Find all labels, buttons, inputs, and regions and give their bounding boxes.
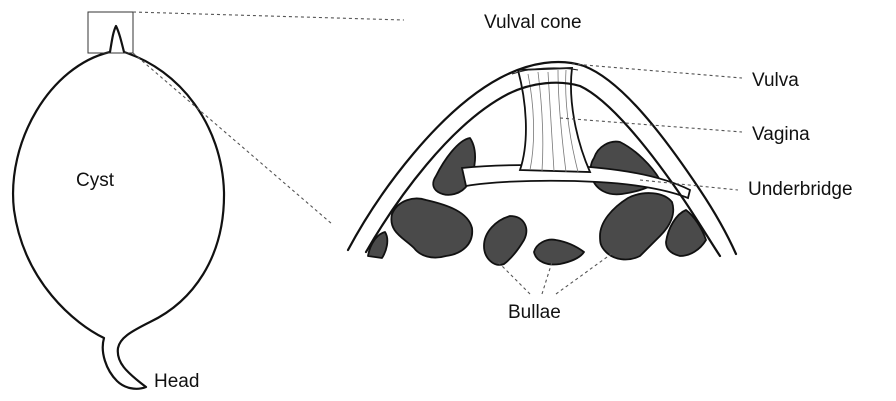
cyst-drawing bbox=[13, 12, 224, 389]
zoom-guide-bottom bbox=[133, 53, 332, 224]
vulval-cone-label: Vulval cone bbox=[484, 12, 582, 33]
bullae-leader-1 bbox=[498, 262, 530, 294]
vagina-leader bbox=[560, 118, 742, 132]
bullae-label: Bullae bbox=[508, 302, 561, 323]
vagina-label: Vagina bbox=[752, 124, 810, 145]
bulla-2 bbox=[391, 199, 472, 258]
underbridge-label: Underbridge bbox=[748, 179, 853, 200]
vulval-cone-drawing bbox=[348, 62, 736, 265]
cyst-label: Cyst bbox=[76, 170, 115, 191]
cyst-outline bbox=[13, 26, 224, 389]
head-label: Head bbox=[154, 371, 199, 392]
bulla-5 bbox=[534, 240, 584, 265]
zoom-guide-top bbox=[133, 12, 404, 20]
bulla-4 bbox=[484, 216, 526, 265]
vulva-leader bbox=[572, 64, 742, 78]
bullae-leader-2 bbox=[542, 262, 552, 294]
vulva-label: Vulva bbox=[752, 70, 799, 91]
bulla-6 bbox=[600, 193, 673, 259]
